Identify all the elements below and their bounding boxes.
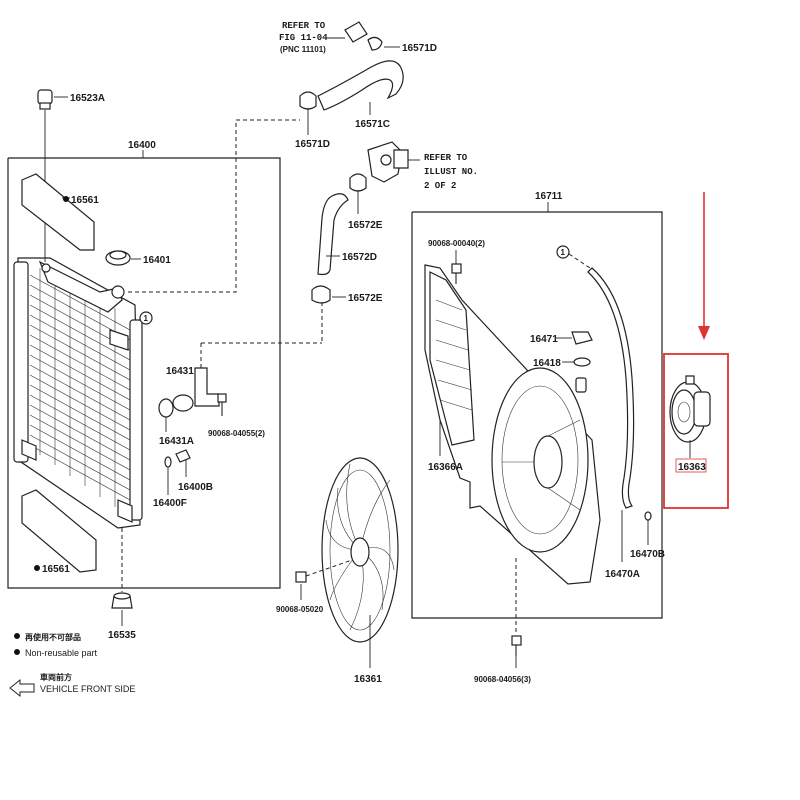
callout-1-left-text: 1 [144,314,149,323]
label-16561-top: 16561 [71,195,99,206]
front-arrow-icon [9,678,35,698]
ref-illust-line3: 2 OF 2 [424,181,456,191]
shroud-16366a: 16366A [424,264,601,585]
label-16400f: 16400F [153,498,187,509]
highlight-arrowhead [698,326,710,340]
callout-1-left [139,311,153,325]
radiator-assembly: 16523A 16400 16561 16401 1 16431 [7,89,322,641]
bolt-90068-04055: 90068-04055(2) [208,393,265,438]
legend: 再使用不可部品 Non-reusable part 車両前方 VEHICLE F… [9,632,135,698]
label-16571d-mid: 16571D [295,139,330,150]
label-16561-bottom: 16561 [42,564,70,575]
ref-fig-line1: REFER TO [282,21,326,31]
highlight-label-box [675,458,707,473]
legend-nonreusable-cn: 再使用不可部品 [25,632,81,642]
oring-16431a: 16431A [158,398,194,447]
ref-illust-line2: ILLUST NO. [424,167,478,177]
callout-1-right [556,245,570,259]
label-90068-05020: 90068-05020 [276,605,324,614]
label-16711: 16711 [535,191,563,202]
label-16470a: 16470A [605,569,640,580]
radiator-cap-16401: 16401 [105,250,171,266]
label-16361: 16361 [354,674,382,685]
legend-nonreusable-en: Non-reusable part [25,648,98,658]
label-16431a: 16431A [159,436,194,447]
label-16431: 16431 [166,366,194,377]
label-16571c: 16571C [355,119,390,130]
seal-16561-top: 16561 [21,173,99,251]
ref-fig-line3: (PNC 11101) [280,45,326,54]
label-16572e-top: 16572E [348,220,383,231]
label-16418: 16418 [533,358,561,369]
label-16470b: 16470B [630,549,665,560]
radiator-core [13,257,143,529]
label-16471: 16471 [530,334,558,345]
label-16535: 16535 [108,630,136,641]
highlight-box [663,353,729,509]
label-16366a: 16366A [428,462,463,473]
label-16571d-top: 16571D [402,43,437,54]
fan-shroud-assembly-16711: 16711 90068-00040(2) 16366A [411,191,665,684]
label-16523a: 16523A [70,93,105,104]
cushion-16535: 16535 [108,528,136,641]
legend-bullet-2 [14,649,20,655]
drain-cock-16400b: 16400B [175,449,213,493]
label-16401: 16401 [143,255,171,266]
seal-16561-bottom: 16561 [21,489,97,575]
label-90068-00040: 90068-00040(2) [428,239,485,248]
legend-front-en: VEHICLE FRONT SIDE [40,684,135,694]
callout-1-right-text: 1 [561,248,566,257]
label-16363: 16363 [678,462,706,473]
ref-illust-line1: REFER TO [424,153,468,163]
label-16572e-bottom: 16572E [348,293,383,304]
label-16400b: 16400B [178,482,213,493]
fan-16361: 16361 90068-05020 [276,457,399,685]
fan-motor-16363: 16363 [663,192,729,509]
label-90068-04056: 90068-04056(3) [474,675,531,684]
label-16400: 16400 [128,140,156,151]
label-16572d: 16572D [342,252,377,263]
gasket-16400f: 16400F [153,456,187,509]
ref-fig-line2: FIG 11-04 [279,33,328,43]
legend-bullet-1 [14,633,20,639]
legend-front-cn: 車両前方 [40,672,72,682]
upper-hoses: REFER TO FIG 11-04 (PNC 11101) 16571D 16… [279,21,478,343]
pipe-16431: 16431 [166,342,322,412]
label-90068-04055: 90068-04055(2) [208,429,265,438]
